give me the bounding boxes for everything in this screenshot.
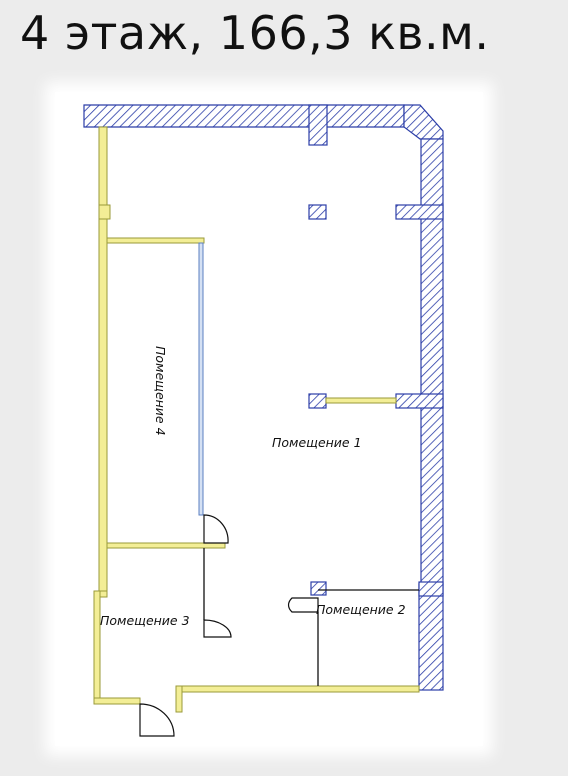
right-wall-pier-1 <box>395 204 444 220</box>
room-4-label: Помещение 4 <box>153 346 168 436</box>
left-wall-jog <box>98 204 111 220</box>
room4-door-icon <box>203 514 229 544</box>
bottom-left-stub <box>93 697 141 705</box>
top-wall-column <box>308 104 328 146</box>
room2-door-icon <box>287 597 319 613</box>
column-1 <box>308 204 327 220</box>
right-wall-lower <box>418 583 444 691</box>
interior-lines <box>203 548 419 686</box>
room4-glass-wall <box>198 242 204 516</box>
bottom-wall <box>175 685 420 693</box>
entry-jamb <box>175 685 183 713</box>
room-1-label: Помещение 1 <box>272 435 362 450</box>
room3-door-icon <box>203 619 232 638</box>
room4-top-wall <box>106 237 205 244</box>
plan-paper <box>55 92 483 746</box>
partition-walls <box>93 126 420 713</box>
left-wall <box>98 218 108 592</box>
doors <box>139 514 319 737</box>
corridor-wall <box>325 397 397 404</box>
exterior-walls <box>83 104 444 691</box>
page-title: 4 этаж, 166,3 кв.м. <box>20 6 490 60</box>
column-2 <box>308 393 327 409</box>
top-wall <box>83 104 405 128</box>
room-2-label: Помещение 2 <box>316 602 406 617</box>
left-wall-lower <box>93 590 101 703</box>
left-wall-upper <box>98 126 108 206</box>
room-3-label: Помещение 3 <box>100 613 190 628</box>
column-3 <box>310 581 327 596</box>
entry-door-icon <box>139 703 175 737</box>
top-right-corner-wall <box>403 104 444 140</box>
right-wall-pier-3 <box>418 581 444 597</box>
right-wall-pier-2 <box>395 393 444 409</box>
room4-bottom-wall <box>106 542 226 549</box>
